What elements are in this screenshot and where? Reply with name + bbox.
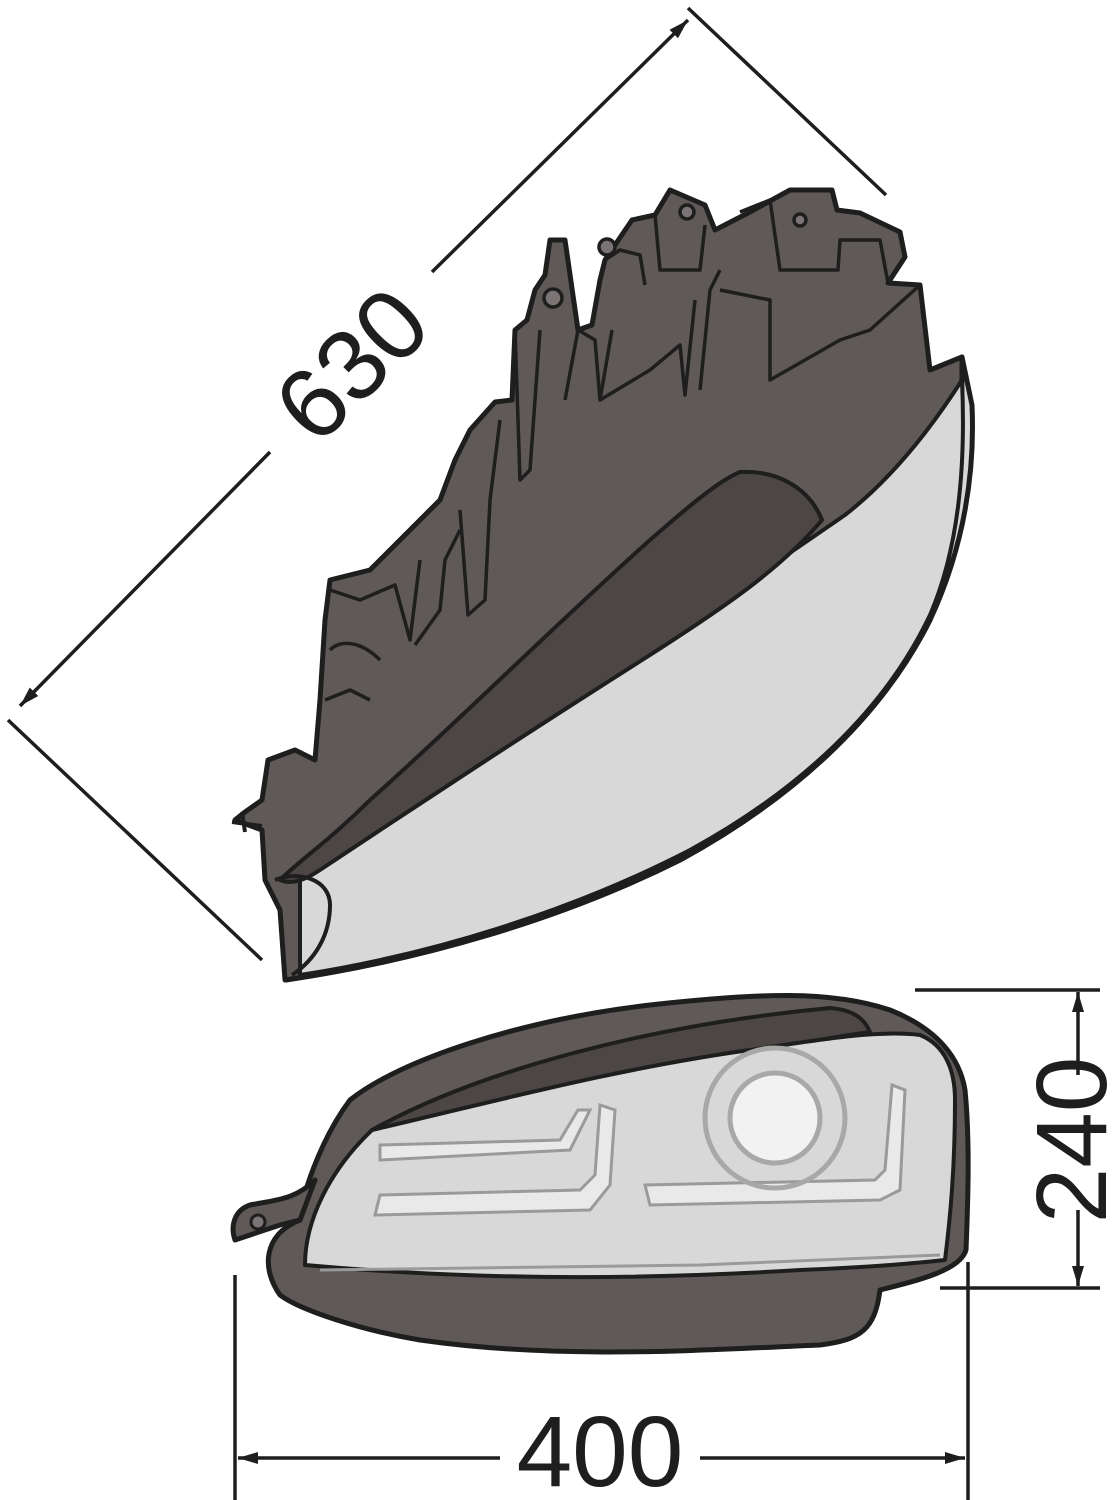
mount-tab-hole (249, 1213, 267, 1231)
headlamp-rear-view (231, 187, 975, 983)
reflector-lip (274, 874, 333, 977)
mount-hole-2 (597, 237, 617, 257)
projector-lens (727, 1070, 823, 1166)
width-label: 400 (517, 1396, 684, 1500)
length-label: 630 (253, 266, 450, 463)
drl-guide (373, 1102, 617, 1217)
length-dimension (6, 6, 888, 962)
mount-hole-1 (542, 287, 564, 309)
mount-hole-3 (678, 203, 696, 221)
lower-band (319, 1253, 941, 1272)
drl-inner (378, 1108, 593, 1162)
height-label: 240 (1016, 1057, 1115, 1224)
reflector-bowl (278, 469, 824, 884)
headlamp-front-view (230, 993, 971, 1355)
width-dimension (233, 1262, 970, 1500)
housing-ribs (324, 198, 922, 702)
projector-ring (702, 1045, 848, 1191)
mount-pin (231, 811, 263, 833)
mount-hole-4 (792, 212, 808, 228)
drl-guide-right (643, 1082, 907, 1207)
